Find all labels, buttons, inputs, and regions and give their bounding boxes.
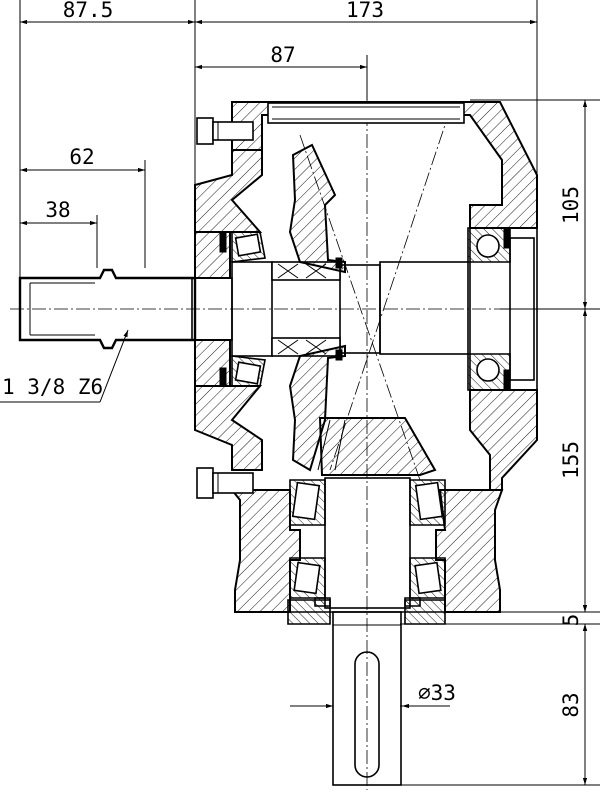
dim-87: 87 — [270, 43, 295, 67]
bolt-top — [196, 117, 254, 145]
bevel-gear-large — [288, 143, 346, 472]
center-lines — [10, 90, 540, 790]
bolt-bottom — [196, 467, 254, 499]
dim-38: 38 — [45, 198, 70, 222]
dim-105: 105 — [559, 186, 583, 224]
output-shaft — [314, 477, 421, 786]
dimension-labels: 87.5 173 87 62 38 1 3/8 Z6 ⌀33 105 155 5… — [2, 0, 583, 718]
input-shaft — [18, 231, 469, 387]
dim-155: 155 — [559, 441, 583, 479]
bevel-pinion — [317, 417, 437, 476]
dim-173: 173 — [346, 0, 384, 22]
dim-62: 62 — [69, 145, 94, 169]
dim-spline: 1 3/8 Z6 — [2, 375, 103, 399]
gearbox-housing — [194, 101, 538, 625]
dim-shaft-diameter: ⌀33 — [418, 681, 456, 705]
dim-5: 5 — [559, 614, 583, 627]
dim-87-5: 87.5 — [63, 0, 114, 22]
dim-83: 83 — [559, 692, 583, 717]
